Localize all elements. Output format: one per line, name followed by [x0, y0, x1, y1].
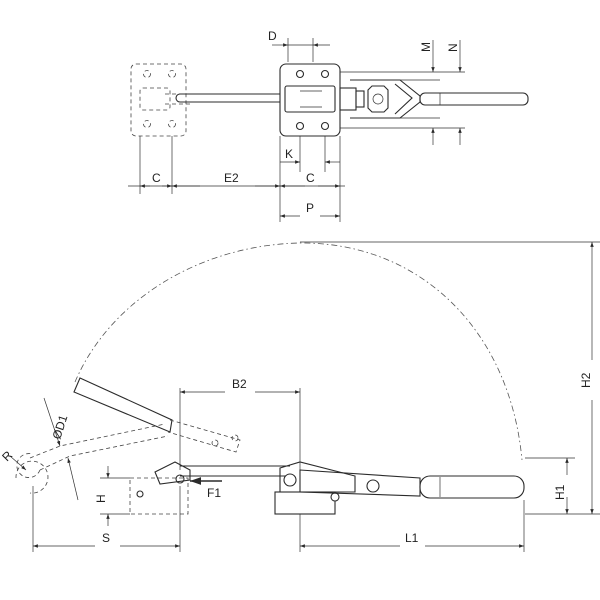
label-B2: B2 — [232, 377, 247, 391]
dim-C-E2-C: C E2 C — [128, 136, 345, 222]
label-H1: H1 — [553, 484, 567, 500]
dim-K: K — [280, 136, 340, 172]
hook-open-position — [15, 453, 49, 494]
dim-S: S — [32, 486, 181, 552]
dim-H: H — [94, 466, 130, 526]
hook-rod-closed — [180, 465, 290, 477]
label-K: K — [285, 147, 293, 161]
dim-D: D — [268, 29, 330, 62]
adjuster-top — [339, 79, 421, 119]
label-F1: F1 — [207, 486, 221, 500]
hook-rod-top — [175, 93, 280, 103]
label-S: S — [102, 531, 110, 545]
label-E2: E2 — [224, 171, 239, 185]
label-C-left: C — [152, 171, 161, 185]
dim-H2: H2 — [300, 241, 600, 515]
handle-open-position — [29, 377, 241, 471]
swing-arc — [74, 242, 523, 461]
dim-M-N: M N — [340, 40, 465, 145]
label-M: M — [419, 42, 433, 52]
dim-P: P — [280, 201, 340, 218]
clamp-base-top — [279, 63, 341, 137]
dim-D1: ØD1 — [43, 397, 79, 501]
dim-B2: B2 — [179, 377, 301, 470]
dim-L1: L1 — [299, 500, 525, 552]
label-D1: ØD1 — [50, 413, 71, 441]
force-F1: F1 — [190, 477, 222, 500]
dim-H1: H1 — [525, 457, 575, 514]
label-N: N — [446, 43, 460, 52]
label-L1: L1 — [405, 531, 419, 545]
catch-plate-top — [130, 63, 190, 137]
catch-block-side — [129, 461, 191, 515]
handle-top — [419, 92, 529, 106]
top-view: D M N K C E2 — [128, 29, 529, 222]
label-H2: H2 — [579, 372, 593, 388]
dim-R: R — [0, 448, 27, 471]
label-C-right: C — [306, 171, 315, 185]
label-P: P — [306, 201, 314, 215]
label-R: R — [0, 448, 15, 464]
label-H: H — [94, 494, 108, 503]
handle-closed-position — [299, 469, 525, 499]
clamp-base-side — [274, 461, 380, 515]
label-D: D — [268, 29, 277, 43]
side-view: F1 B2 H2 H1 H — [0, 241, 600, 552]
